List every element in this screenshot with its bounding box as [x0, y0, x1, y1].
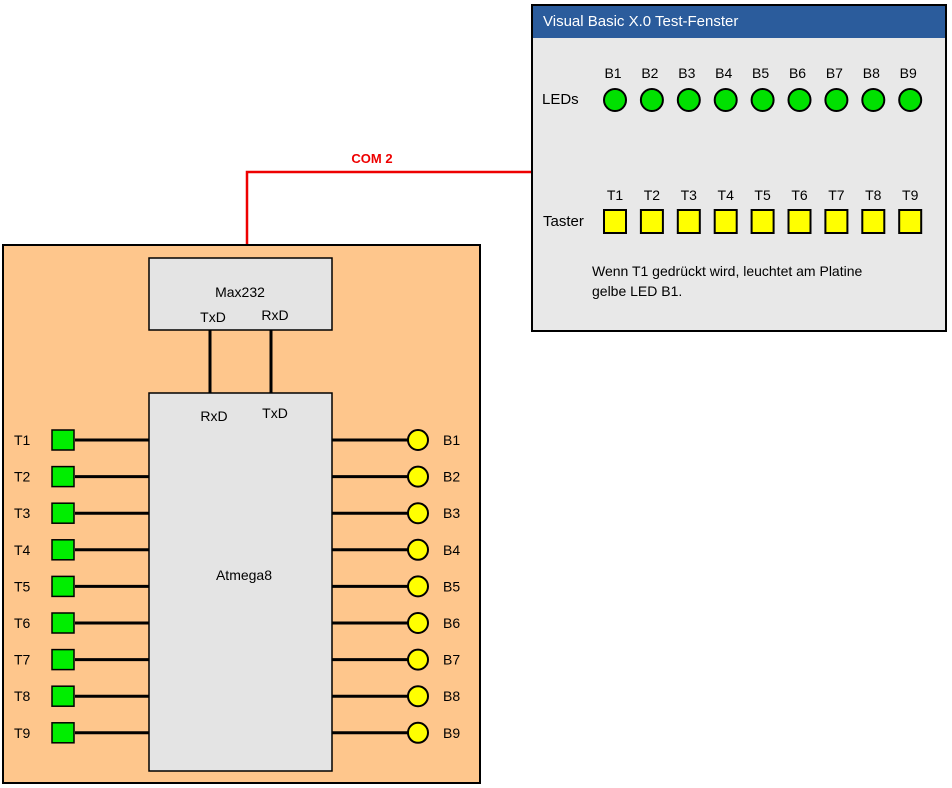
board-input-button-t9 — [51, 722, 75, 744]
leds-row-label: LEDs — [542, 91, 579, 108]
board-output-label-b4: B4 — [443, 542, 460, 558]
window-taster-label-t7: T7 — [828, 187, 845, 203]
board-input-label-t9: T9 — [14, 725, 31, 741]
window-taster-button-t1[interactable] — [603, 209, 627, 234]
board-output-led-b7 — [407, 648, 429, 671]
board-output-label-b2: B2 — [443, 469, 460, 485]
max232-label: Max232 — [215, 284, 265, 300]
window-taster-label-t9: T9 — [902, 187, 919, 203]
board-output-led-b6 — [407, 612, 429, 634]
com2-connection-line — [245, 170, 533, 258]
board-input-label-t2: T2 — [14, 469, 31, 485]
board-output-label-b5: B5 — [443, 578, 460, 594]
window-led-label-b2: B2 — [641, 65, 658, 81]
board-input-button-t5 — [51, 575, 75, 598]
com2-label: COM 2 — [351, 151, 392, 166]
atmega8-chip — [148, 392, 333, 772]
window-taster-label-t6: T6 — [791, 187, 808, 203]
window-taster-button-t4[interactable] — [713, 209, 738, 234]
board-input-button-t1 — [51, 429, 75, 451]
window-taster-label-t3: T3 — [681, 187, 698, 203]
board-input-button-t2 — [51, 465, 75, 488]
board-input-button-t6 — [51, 612, 75, 634]
window-led-row: B1 B2 B3 B4 B5 B6 B7 B8 B9 — [603, 65, 923, 112]
board-output-led-b8 — [407, 685, 429, 708]
window-led-label-b9: B9 — [900, 65, 917, 81]
window-led-label-b6: B6 — [789, 65, 806, 81]
window-led-b1 — [603, 88, 627, 112]
board-input-button-t4 — [51, 539, 75, 561]
window-taster-label-t2: T2 — [644, 187, 661, 203]
window-taster-label-t4: T4 — [718, 187, 735, 203]
window-led-label-b8: B8 — [863, 65, 880, 81]
board-input-button-t3 — [51, 502, 75, 524]
taster-row-label: Taster — [543, 213, 584, 230]
board-input-button-t7 — [51, 648, 75, 671]
window-taster-button-t8[interactable] — [861, 209, 886, 234]
board-input-label-t8: T8 — [14, 688, 31, 704]
window-taster-button-t3[interactable] — [676, 209, 701, 234]
board-output-label-b3: B3 — [443, 505, 460, 521]
max232-chip — [148, 257, 333, 331]
board-output-led-b4 — [407, 538, 429, 561]
max232-rxd-label: RxD — [261, 307, 288, 323]
window-led-b6 — [787, 88, 812, 112]
window-led-label-b4: B4 — [715, 65, 732, 81]
atmega8-label: Atmega8 — [216, 567, 272, 583]
window-taster-button-t6[interactable] — [787, 209, 812, 234]
window-taster-row: T1 T2 T3 T4 T5 T6 T7 T8 T9 — [603, 187, 923, 234]
board-input-label-t7: T7 — [14, 652, 31, 668]
window-led-b3 — [676, 88, 701, 112]
board-input-label-t4: T4 — [14, 542, 31, 558]
window-led-label-b7: B7 — [826, 65, 843, 81]
board-input-label-t5: T5 — [14, 578, 31, 594]
board-output-label-b7: B7 — [443, 652, 460, 668]
max232-txd-label: TxD — [200, 309, 226, 325]
window-led-b2 — [639, 88, 664, 112]
vb-test-window: Visual Basic X.0 Test-Fenster LEDs Taste… — [531, 4, 947, 332]
window-taster-label-t5: T5 — [754, 187, 771, 203]
window-frame — [531, 4, 947, 332]
window-led-b9 — [898, 88, 923, 112]
window-led-b7 — [824, 88, 849, 112]
window-taster-label-t8: T8 — [865, 187, 882, 203]
board-output-label-b1: B1 — [443, 432, 460, 448]
board-output-led-b1 — [407, 429, 429, 451]
window-taster-label-t1: T1 — [607, 187, 624, 203]
window-taster-button-t9[interactable] — [898, 209, 923, 234]
window-led-b5 — [750, 88, 775, 112]
window-taster-button-t2[interactable] — [639, 209, 664, 234]
window-led-label-b5: B5 — [752, 65, 769, 81]
window-title: Visual Basic X.0 Test-Fenster — [543, 13, 738, 30]
board-input-button-t8 — [51, 685, 75, 707]
window-note-line-2: gelbe LED B1. — [592, 283, 682, 299]
board-input-label-t1: T1 — [14, 432, 31, 448]
window-led-label-b3: B3 — [678, 65, 695, 81]
board-output-led-b3 — [407, 502, 429, 525]
window-taster-button-t5[interactable] — [750, 209, 775, 234]
window-title-bar — [533, 6, 945, 38]
board-output-label-b9: B9 — [443, 725, 460, 741]
atmega8-txd-label: TxD — [262, 405, 288, 421]
board-input-label-t3: T3 — [14, 505, 31, 521]
window-note-line-1: Wenn T1 gedrückt wird, leuchtet am Plati… — [592, 263, 863, 279]
window-led-b8 — [861, 88, 886, 112]
board-output-led-b2 — [407, 465, 429, 488]
board-output-led-b5 — [407, 575, 429, 598]
board-input-label-t6: T6 — [14, 615, 31, 631]
atmega8-rxd-label: RxD — [200, 408, 227, 424]
board-output-label-b8: B8 — [443, 688, 460, 704]
window-led-label-b1: B1 — [604, 65, 621, 81]
window-led-b4 — [713, 88, 738, 112]
board-output-led-b9 — [407, 721, 429, 744]
board-output-label-b6: B6 — [443, 615, 460, 631]
window-taster-button-t7[interactable] — [824, 209, 849, 234]
